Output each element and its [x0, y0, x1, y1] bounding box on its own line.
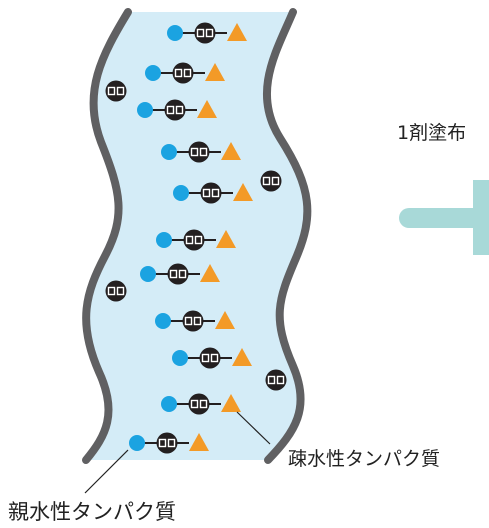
blue-circle-icon [172, 350, 188, 366]
black-disc-icon [156, 432, 178, 454]
protein-molecule [155, 310, 235, 332]
black-disc-icon [105, 80, 127, 102]
black-disc-icon [200, 182, 222, 204]
hydrophobic-protein-label: 疎水性タンパク質 [288, 448, 441, 470]
blue-circle-icon [140, 266, 156, 282]
hair-strand-right-edge [262, 8, 312, 464]
protein-molecule [156, 229, 236, 251]
black-disc-icon [260, 170, 282, 192]
protein-molecule [161, 393, 241, 415]
protein-molecule [145, 62, 225, 84]
orange-triangle-icon [233, 183, 253, 201]
orange-triangle-icon [189, 433, 209, 451]
protein-molecule [137, 99, 217, 121]
black-disc-icon [194, 22, 216, 44]
protein-molecule [172, 347, 252, 369]
protein-molecule [161, 141, 241, 163]
protein-molecule [129, 432, 209, 454]
protein-molecule [167, 22, 247, 44]
black-disc-icon [167, 263, 189, 285]
protein-molecule [140, 263, 220, 285]
orange-triangle-icon [197, 100, 217, 118]
blue-circle-icon [145, 65, 161, 81]
hair-strand-left-edge [82, 8, 132, 464]
blue-circle-icon [161, 144, 177, 160]
orange-triangle-icon [200, 264, 220, 282]
black-disc-icon [182, 310, 204, 332]
black-disc-icon [188, 393, 210, 415]
protein-molecule [173, 182, 253, 204]
orange-triangle-icon [205, 63, 225, 81]
black-disc-icon [265, 369, 287, 391]
blue-circle-icon [167, 25, 183, 41]
orange-triangle-icon [216, 230, 236, 248]
black-disc-icon [164, 99, 186, 121]
blue-circle-icon [129, 435, 145, 451]
right-arrow-icon [399, 180, 489, 255]
step-label: 1剤塗布 [397, 122, 467, 144]
blue-circle-icon [161, 396, 177, 412]
orange-triangle-icon [215, 311, 235, 329]
orange-triangle-icon [221, 394, 241, 412]
orange-triangle-icon [232, 348, 252, 366]
black-disc-icon [183, 229, 205, 251]
hydrophobic-leader-line [236, 411, 271, 445]
black-disc-icon [172, 62, 194, 84]
blue-circle-icon [137, 102, 153, 118]
blue-circle-icon [155, 313, 171, 329]
blue-circle-icon [173, 185, 189, 201]
orange-triangle-icon [227, 23, 247, 41]
hydrophilic-protein-label: 親水性タンパク質 [8, 500, 176, 524]
black-disc-icon [105, 280, 127, 302]
black-disc-icon [188, 141, 210, 163]
black-disc-icon [199, 347, 221, 369]
hydrophilic-leader-line [84, 449, 129, 494]
orange-triangle-icon [221, 142, 241, 160]
protein-molecules [105, 22, 287, 454]
blue-circle-icon [156, 232, 172, 248]
